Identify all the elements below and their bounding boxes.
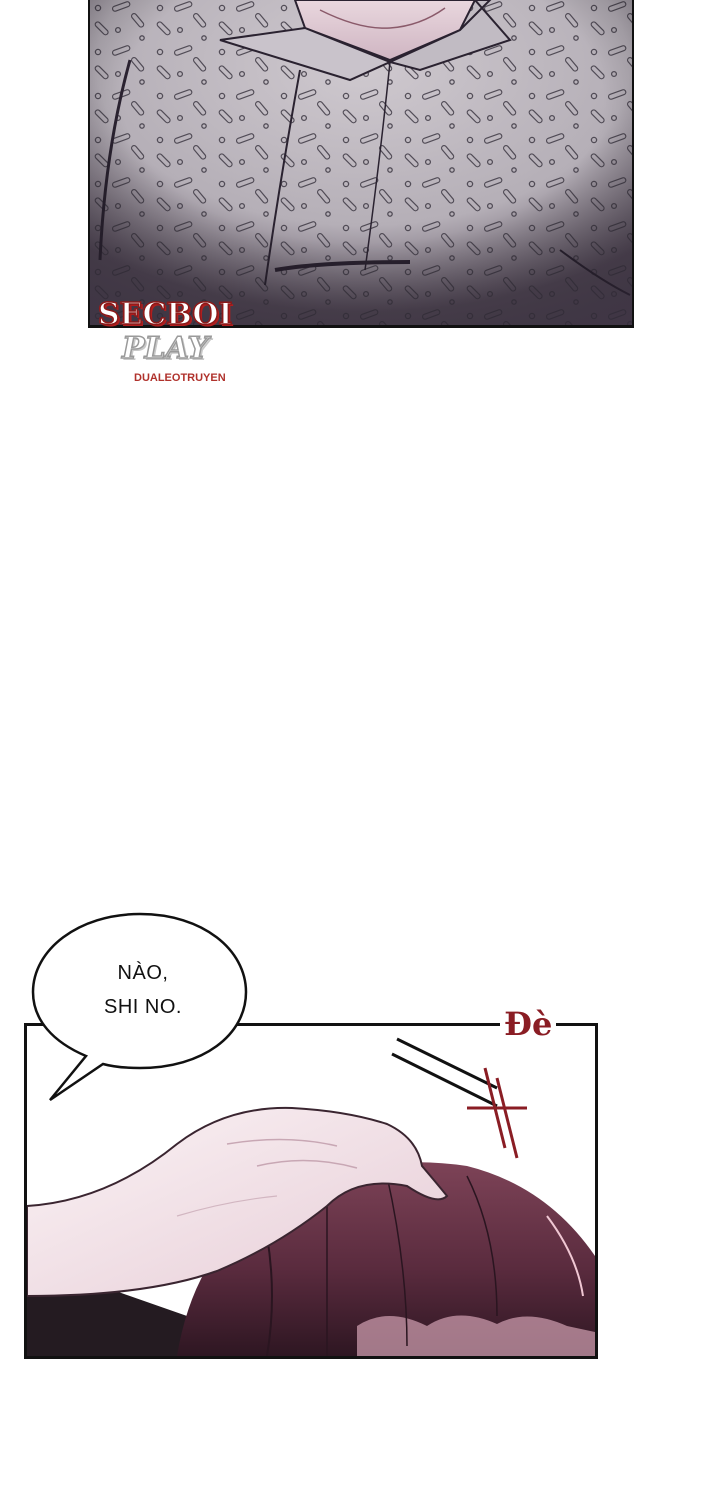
speech-line-2: SHI NO. <box>104 996 182 1018</box>
watermark-site: DUALEOTRUYEN <box>134 372 226 384</box>
speech-bubble-text: NÀO, SHI NO. <box>68 956 218 1024</box>
watermark-logo: SECBOI PLAY DUALEOTRUYEN <box>94 295 274 395</box>
sound-effect-text: Đè <box>500 1004 557 1044</box>
speech-line-1: NÀO, <box>117 962 169 984</box>
watermark-subtitle: PLAY <box>121 330 209 367</box>
comic-panel-hand-on-head <box>24 1023 598 1359</box>
watermark-title: SECBOI <box>97 296 233 333</box>
hand-head-illustration <box>27 1037 595 1356</box>
shirt-illustration <box>90 0 632 325</box>
speech-bubble-shape <box>31 912 248 1102</box>
speech-bubble: NÀO, SHI NO. <box>28 910 252 1105</box>
comic-panel-shirt <box>88 0 634 328</box>
